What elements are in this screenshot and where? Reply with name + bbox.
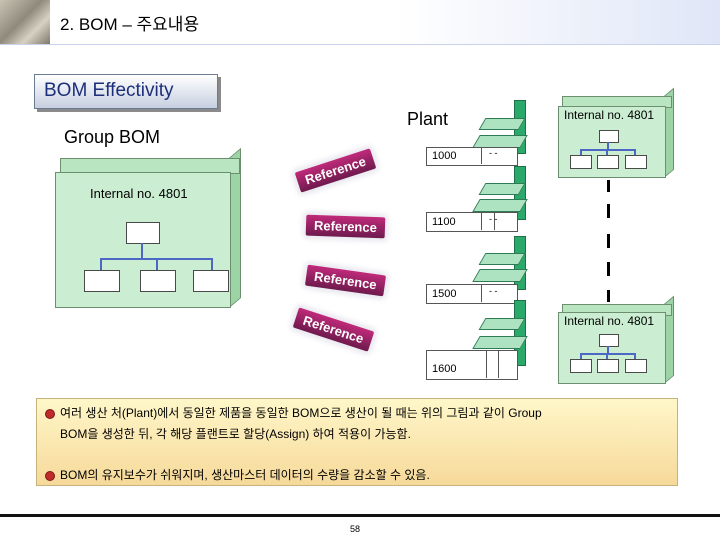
- tree-node-child: [570, 155, 592, 169]
- note-line: BOM을 생성한 뒤, 각 해당 플랜트로 할당(Assign) 하여 적용이 …: [60, 427, 411, 441]
- tree-line: [634, 149, 636, 155]
- plant-shelf: [478, 318, 526, 330]
- tree-line: [634, 353, 636, 359]
- tree-node-child: [84, 270, 120, 292]
- tree-line: [606, 149, 608, 155]
- tree-line: [607, 142, 609, 150]
- group-bom-internal-label: Internal no. 4801: [90, 186, 188, 201]
- page-number: 58: [350, 524, 361, 534]
- header-thumbnail-image: [0, 0, 50, 44]
- plant-number: 1000: [432, 150, 457, 162]
- tree-node-child: [597, 359, 619, 373]
- plant-shelf: [472, 199, 528, 212]
- plant-shelf: [472, 269, 528, 282]
- plant-number: 1100: [432, 216, 456, 228]
- tree-line: [580, 149, 636, 151]
- footer-rule: [0, 514, 720, 517]
- notes-box: [36, 398, 678, 486]
- tree-line: [156, 258, 158, 270]
- tree-node-root: [126, 222, 160, 244]
- header-bar: [0, 0, 720, 44]
- dashed-connector: [607, 262, 610, 276]
- section-title-box: [34, 74, 218, 109]
- plant-front: [426, 284, 518, 304]
- dashed-connector: [607, 204, 610, 218]
- tree-node-child: [570, 359, 592, 373]
- tree-node-root: [599, 334, 619, 347]
- plant-back-panel: [514, 300, 526, 366]
- section-title: BOM Effectivity: [44, 80, 174, 101]
- plant-shelf: [478, 183, 526, 195]
- plant-pin: - -: [489, 148, 498, 158]
- tree-node-root: [599, 130, 619, 143]
- dashed-connector: [607, 234, 610, 248]
- plant-front: [426, 147, 518, 166]
- tree-line: [100, 258, 102, 270]
- tree-node-child: [625, 359, 647, 373]
- plant-front: [426, 350, 518, 380]
- group-bom-label: Group BOM: [64, 127, 161, 147]
- bullet-icon: [45, 471, 55, 481]
- plant-shelf: [478, 118, 526, 130]
- tree-line: [607, 346, 609, 354]
- plant-pin: - -: [489, 214, 498, 224]
- tree-line: [580, 353, 582, 359]
- plant-divider: [486, 350, 487, 378]
- plant-divider: [494, 212, 495, 230]
- note-line: BOM의 유지보수가 쉬워지며, 생산마스터 데이터의 수량을 감소할 수 있음…: [60, 468, 430, 482]
- note-line: 여러 생산 처(Plant)에서 동일한 제품을 동일한 BOM으로 생산이 될…: [60, 406, 542, 420]
- dashed-connector: [607, 180, 610, 192]
- tree-node-child: [597, 155, 619, 169]
- plant-divider: [481, 284, 482, 302]
- header-rule: [0, 44, 720, 45]
- plant-divider: [481, 147, 482, 164]
- plant-label: Plant: [407, 109, 449, 129]
- tree-line: [606, 353, 608, 359]
- plant-divider: [498, 350, 499, 378]
- plant-pin: - -: [489, 286, 498, 296]
- reference-banner: Reference: [305, 214, 386, 239]
- reference-banner: Reference: [294, 148, 377, 193]
- dashed-connector: [607, 290, 610, 302]
- tree-node-child: [625, 155, 647, 169]
- tree-node-child: [140, 270, 176, 292]
- plant-divider: [481, 212, 482, 230]
- tree-line: [211, 258, 213, 270]
- slide-title: 2. BOM – 주요내용: [60, 15, 200, 34]
- reference-banner: Reference: [292, 307, 375, 352]
- tree-node-child: [193, 270, 229, 292]
- bullet-icon: [45, 409, 55, 419]
- plant-number: 1600: [432, 363, 457, 375]
- plant-bom-internal-label: Internal no. 4801: [564, 108, 655, 122]
- plant-shelf: [478, 253, 526, 265]
- reference-banner: Reference: [304, 264, 386, 297]
- tree-line: [141, 243, 143, 259]
- tree-line: [580, 353, 636, 355]
- plant-front: [426, 212, 518, 232]
- plant-shelf: [472, 336, 528, 349]
- tree-line: [580, 149, 582, 155]
- plant-bom-internal-label: Internal no. 4801: [564, 314, 655, 328]
- plant-number: 1500: [432, 288, 457, 300]
